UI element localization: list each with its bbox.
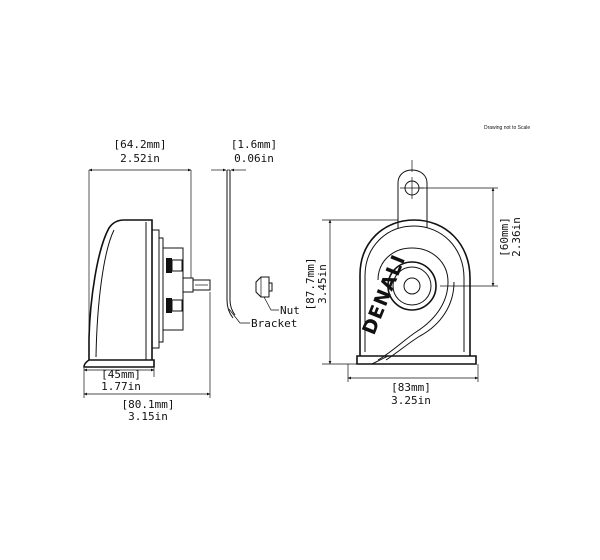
overall-length-in: 3.15in [128, 410, 168, 423]
horn-bell-profile [88, 219, 153, 360]
base-width-dimension: [45mm] 1.77in [83, 368, 155, 398]
side-depth-dimension: [64.2mm] 2.52in [88, 138, 192, 335]
base-width-mm: [45mm] [101, 368, 141, 381]
nut [255, 276, 273, 298]
bracket-thickness-dimension: [1.6mm] 0.06in [211, 138, 277, 172]
side-depth-mm: [64.2mm] [114, 138, 167, 151]
bracket-thickness-mm: [1.6mm] [231, 138, 277, 151]
mount-height-mm: [60mm] [498, 217, 511, 257]
mount-height-dimension: [60mm] 2.36in [420, 187, 523, 287]
overall-length-dimension: [80.1mm] 3.15in [83, 292, 211, 423]
bracket-label: Bracket [251, 317, 297, 330]
height-in: 3.45in [316, 264, 329, 304]
side-depth-in: 2.52in [120, 152, 160, 165]
bracket-thickness-in: 0.06in [234, 152, 274, 165]
front-width-in: 3.25in [391, 394, 431, 407]
horn-spiral [377, 247, 449, 361]
nut-label: Nut [280, 304, 300, 317]
base-width-in: 1.77in [101, 380, 141, 393]
height-dimension: [87.7mm] 3.45in [304, 219, 398, 365]
bracket [226, 169, 236, 319]
height-mm: [87.7mm] [304, 258, 317, 311]
nut-leader [263, 296, 279, 311]
front-view: DENALI [356, 160, 477, 365]
side-view [83, 219, 211, 368]
horn-center-disc [387, 261, 437, 311]
front-width-dimension: [83mm] 3.25in [347, 364, 479, 407]
front-width-mm: [83mm] [391, 381, 431, 394]
scale-note: Drawing not to Scale [484, 125, 530, 131]
bracket-leader [228, 308, 250, 324]
overall-length-mm: [80.1mm] [122, 398, 175, 411]
horn-outer-shell [359, 219, 471, 356]
horn-base [83, 359, 155, 368]
mount-height-in: 2.36in [510, 217, 523, 257]
front-base [356, 355, 477, 365]
horn-center-stud [403, 277, 421, 295]
